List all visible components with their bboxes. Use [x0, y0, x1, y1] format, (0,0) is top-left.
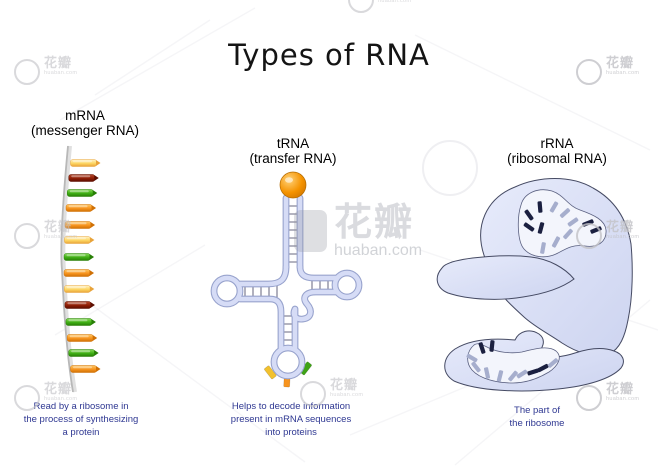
rrna-name: rRNA — [540, 136, 574, 151]
rrna-caption: The part of the ribosome — [509, 405, 565, 429]
rrna-subtitle: (ribosomal RNA) — [507, 151, 607, 167]
mrna-name: mRNA — [65, 108, 105, 123]
mrna-strand-illustration — [60, 145, 101, 393]
rrna-label: rRNA (ribosomal RNA) — [477, 136, 637, 166]
mrna-caption: Read by a ribosome in the process of syn… — [23, 401, 139, 438]
trna-label: tRNA (transfer RNA) — [213, 136, 373, 166]
page-title: Types of RNA — [228, 38, 430, 72]
trna-subtitle: (transfer RNA) — [249, 151, 337, 167]
mrna-subtitle: (messenger RNA) — [30, 123, 140, 139]
trna-cloverleaf-illustration — [210, 171, 363, 388]
trna-name: tRNA — [276, 136, 310, 151]
mrna-label: mRNA (messenger RNA) — [5, 108, 165, 138]
rrna-ribosome-illustration — [436, 178, 633, 392]
trna-caption: Helps to decode information present in m… — [230, 401, 352, 438]
